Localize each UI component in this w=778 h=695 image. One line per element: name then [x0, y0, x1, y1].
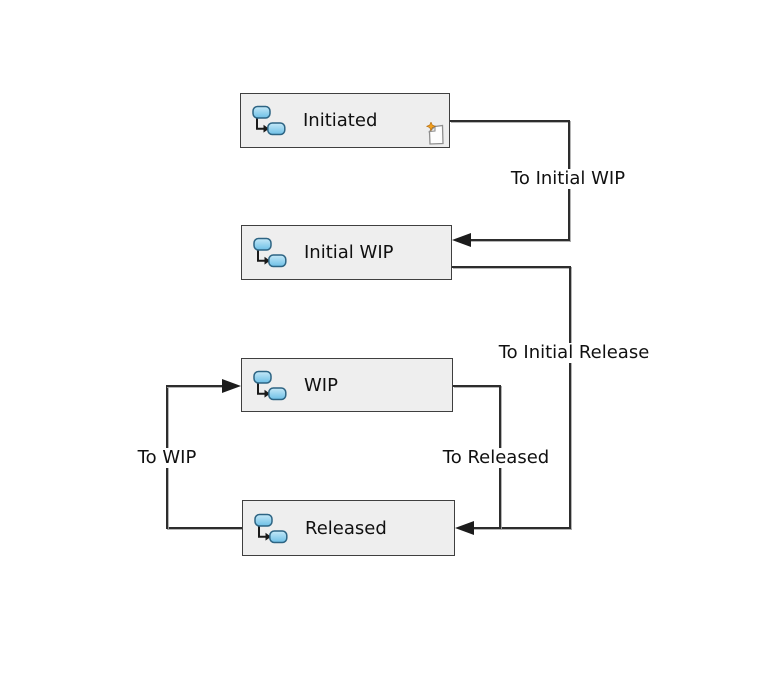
workflow-state-icon	[253, 237, 287, 268]
state-label: WIP	[304, 374, 338, 396]
state-initial-wip[interactable]: Initial WIP	[241, 225, 452, 280]
workflow-state-icon	[253, 370, 287, 401]
transition-label-to-wip[interactable]: To WIP	[133, 448, 201, 468]
connector-segment	[166, 385, 224, 387]
state-label: Initial WIP	[304, 242, 394, 263]
state-label: Released	[305, 517, 387, 539]
state-initiated[interactable]: Initiated	[240, 93, 450, 148]
state-released[interactable]: Released	[242, 500, 455, 556]
connector-segment	[450, 120, 569, 122]
state-wip[interactable]: WIP	[241, 358, 453, 412]
arrowhead-left-icon	[452, 233, 471, 247]
connector-segment	[569, 266, 571, 529]
transition-label-to-initial-release[interactable]: To Initial Release	[494, 343, 654, 363]
start-state-icon	[425, 122, 446, 146]
connector-segment	[468, 239, 570, 241]
state-label: Initiated	[303, 110, 378, 131]
connector-segment	[453, 385, 501, 387]
workflow-state-icon	[254, 513, 288, 544]
connector-segment	[472, 527, 571, 529]
transition-label-to-initial-wip[interactable]: To Initial WIP	[506, 169, 630, 189]
connector-segment	[452, 266, 571, 268]
workflow-state-icon	[252, 105, 286, 136]
connector-segment	[167, 527, 243, 529]
arrowhead-left-icon	[455, 521, 474, 535]
arrowhead-right-icon	[222, 379, 241, 393]
transition-label-to-released[interactable]: To Released	[438, 448, 554, 468]
